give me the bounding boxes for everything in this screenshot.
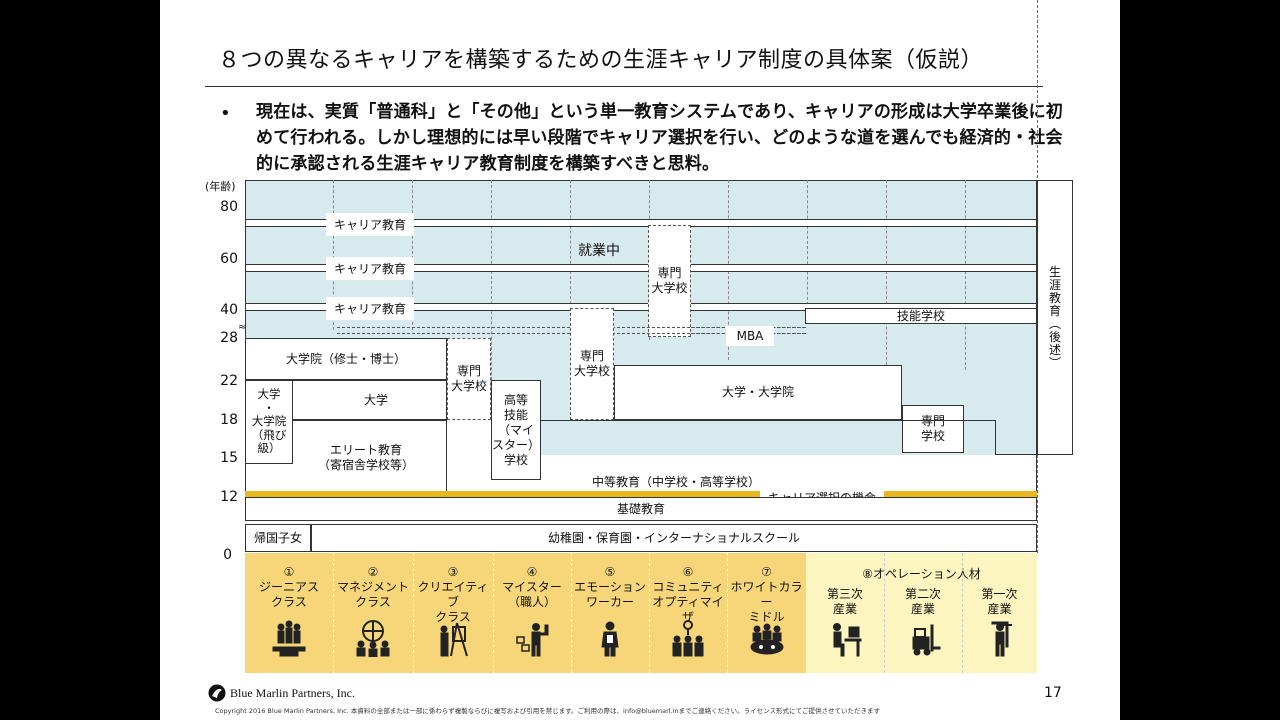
senmon-daigakkou-top: 専門 大学校 bbox=[648, 225, 691, 337]
y-tick-12: 12 bbox=[220, 489, 238, 505]
company-logo: Blue Marlin Partners, Inc. bbox=[208, 684, 355, 702]
university-label: 大学 bbox=[363, 392, 388, 407]
page-title: ８つの異なるキャリアを構築するための生涯キャリア制度の具体案（仮説） bbox=[218, 48, 984, 73]
career-edu-label: キャリア教育 bbox=[326, 297, 415, 320]
axis-break-mark: ≈ bbox=[238, 322, 247, 333]
farmer-icon bbox=[991, 621, 1012, 657]
y-tick-15: 15 bbox=[220, 450, 238, 466]
craftsman-icon bbox=[516, 623, 549, 657]
returnee-children: 帰国子女 bbox=[245, 524, 311, 552]
career-label: マネジメント クラス bbox=[336, 580, 409, 609]
employed-label: 就業中 bbox=[578, 243, 620, 259]
operation-primary: 第一次 産業 bbox=[962, 553, 1037, 673]
career-edu-line bbox=[246, 264, 1036, 272]
service-worker-icon bbox=[601, 621, 619, 657]
y-axis-label: (年齢) bbox=[205, 180, 236, 193]
lifelong-education: 生 涯 教 育 ︵ 後 述 ︶ bbox=[1037, 180, 1073, 455]
copyright-text: Copyright 2016 Blue Marlin Partners, Inc… bbox=[215, 707, 880, 715]
desk-worker-icon bbox=[833, 623, 862, 657]
career-col-2: ② マネジメント クラス bbox=[333, 553, 414, 673]
y-tick-60: 60 bbox=[220, 251, 238, 267]
career-num: ② bbox=[367, 565, 379, 579]
column-divider bbox=[886, 180, 887, 370]
operation-label: 第一次 産業 bbox=[981, 587, 1018, 616]
elite-education-label: エリート教育 （寄宿舎学校等） bbox=[317, 442, 414, 472]
edge-line bbox=[541, 420, 995, 421]
y-tick-0: 0 bbox=[223, 547, 232, 563]
edge-line bbox=[995, 420, 996, 455]
career-label: ジーニアス クラス bbox=[258, 580, 319, 609]
career-num: ④ bbox=[526, 565, 538, 579]
y-tick-28: 28 bbox=[220, 330, 238, 346]
meeting-icon bbox=[750, 623, 783, 655]
filler bbox=[447, 420, 491, 495]
career-label: コミュニティ オプティマイザ bbox=[652, 580, 724, 624]
trophy-icon bbox=[272, 620, 306, 657]
basic-education: 基礎教育 bbox=[245, 497, 1037, 521]
column-divider bbox=[570, 180, 571, 380]
globe-team-icon bbox=[356, 620, 390, 657]
career-col-4: ④ マイスター （職人） bbox=[493, 553, 572, 673]
marlin-logo-icon bbox=[208, 684, 226, 702]
career-label: エモーション ワーカー bbox=[574, 580, 646, 609]
senmon-daigakkou-left: 専門 大学校 bbox=[447, 338, 491, 420]
career-num: ⑦ bbox=[761, 565, 772, 579]
operation-title: ⑧オペレーション人材 bbox=[862, 567, 981, 581]
career-col-5: ⑤ エモーション ワーカー bbox=[571, 553, 650, 673]
company-name: Blue Marlin Partners, Inc. bbox=[230, 685, 355, 700]
operation-tertiary: 第三次 産業 bbox=[806, 553, 885, 673]
career-num: ⑥ bbox=[682, 565, 694, 579]
career-label: マイスター （職人） bbox=[502, 580, 562, 609]
column-divider bbox=[491, 180, 492, 380]
column-divider bbox=[807, 180, 808, 310]
mba-label: MBA bbox=[726, 326, 774, 346]
operation-workforce: ⑧オペレーション人材 第三次 産業 第二次 産業 第一次 産業 bbox=[806, 553, 1037, 673]
y-tick-18: 18 bbox=[220, 412, 238, 428]
career-label: ホワイトカラー ミドル bbox=[730, 580, 803, 624]
secondary-education: 中等教育（中学校・高等学校） bbox=[592, 475, 761, 489]
career-col-7: ⑦ ホワイトカラー ミドル bbox=[727, 553, 806, 673]
career-classes: ① ジーニアス クラス ② マネジメント クラス ③ クリエイティブ クラス ④… bbox=[245, 553, 806, 673]
graduate-school: 大学院（修士・博士） bbox=[245, 338, 447, 380]
column-divider bbox=[412, 180, 413, 330]
bullet-text: 現在は、実質「普通科」と「その他」という単一教育システムであり、キャリアの形成は… bbox=[256, 102, 1064, 174]
university-skip-grade: 大学 ・ 大学院 （飛び級） bbox=[245, 380, 293, 464]
operation-label: 第二次 産業 bbox=[904, 587, 941, 616]
career-num: ③ bbox=[447, 565, 459, 579]
career-col-1: ① ジーニアス クラス bbox=[245, 553, 334, 673]
title-rule bbox=[205, 86, 1043, 87]
career-edu-label: キャリア教育 bbox=[326, 213, 415, 236]
page-number: 17 bbox=[1044, 685, 1062, 701]
kindergarten: 幼稚園・保育園・インターナショナルスクール bbox=[311, 524, 1037, 552]
university-graduate: 大学・大学院 bbox=[614, 365, 902, 420]
y-tick-22: 22 bbox=[220, 373, 238, 389]
operation-label: 第三次 産業 bbox=[826, 587, 863, 616]
senmon-daigakkou-mid: 専門 大学校 bbox=[570, 308, 614, 420]
career-choice-line bbox=[245, 491, 1037, 497]
career-edu-label: キャリア教育 bbox=[326, 257, 415, 280]
painter-icon bbox=[440, 622, 468, 657]
career-num: ⑤ bbox=[604, 565, 616, 579]
community-icon bbox=[672, 620, 704, 657]
career-num: ① bbox=[283, 565, 295, 579]
y-tick-40: 40 bbox=[220, 302, 238, 318]
senmon-gakkou: 専門 学校 bbox=[902, 405, 964, 453]
koutou-gino-school: 高等 技能 （マイ スター） 学校 bbox=[491, 380, 541, 480]
slide: ８つの異なるキャリアを構築するための生涯キャリア制度の具体案（仮説） • 現在は… bbox=[160, 0, 1120, 720]
career-edu-line bbox=[246, 303, 1036, 311]
y-tick-80: 80 bbox=[220, 199, 238, 215]
ginou-school: 技能学校 bbox=[805, 308, 1037, 324]
career-col-3: ③ クリエイティブ クラス bbox=[413, 553, 494, 673]
career-edu-line bbox=[246, 219, 1036, 227]
edge-line bbox=[995, 454, 1073, 455]
bullet-dot: • bbox=[220, 103, 231, 124]
career-label: クリエイティブ クラス bbox=[417, 580, 489, 624]
career-col-6: ⑥ コミュニティ オプティマイザ bbox=[649, 553, 728, 673]
column-divider bbox=[965, 180, 966, 370]
column-divider bbox=[333, 180, 334, 330]
operation-secondary: 第二次 産業 bbox=[884, 553, 963, 673]
forklift-icon bbox=[912, 624, 941, 656]
